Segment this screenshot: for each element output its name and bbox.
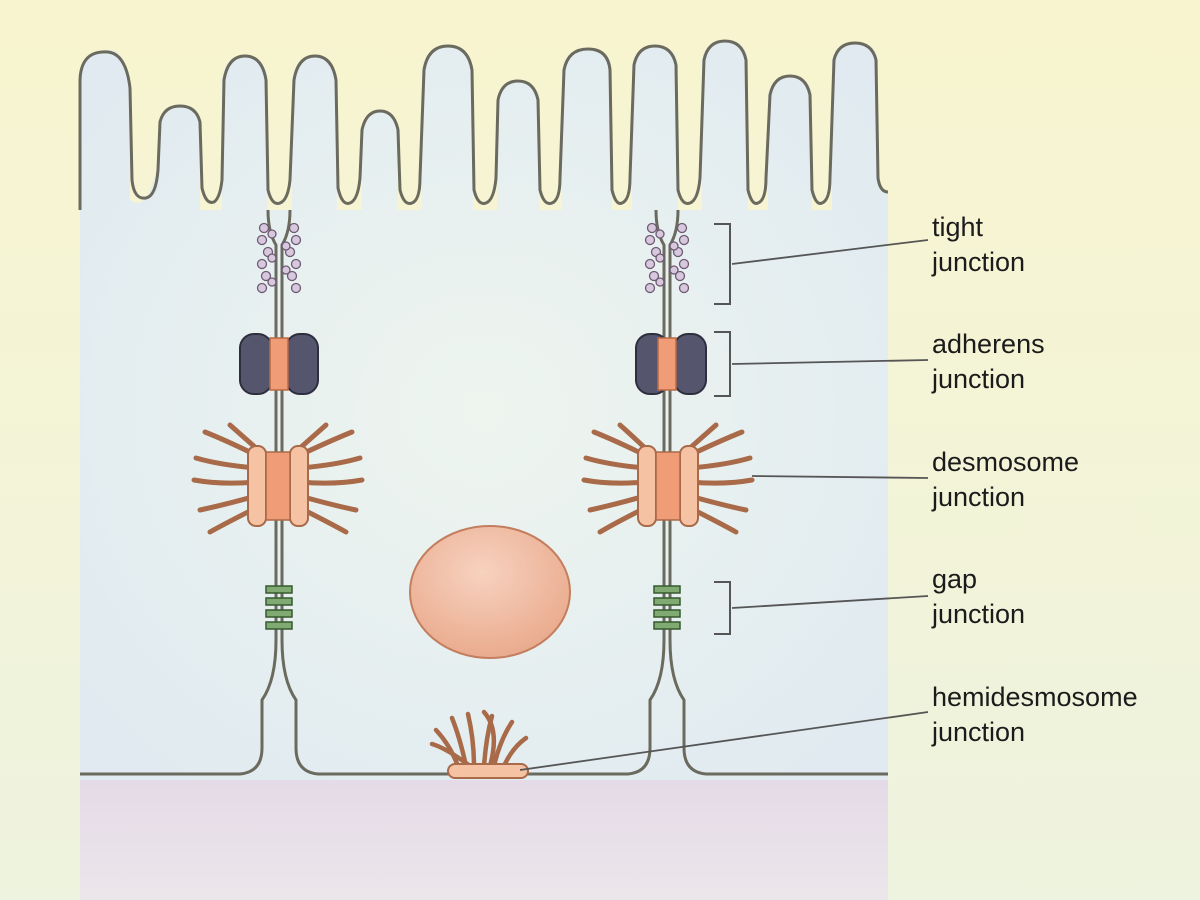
- label-gap-junction: gap junction: [932, 562, 1025, 632]
- leader-gap: [731, 595, 929, 609]
- label-adherens-line2: junction: [932, 364, 1026, 394]
- nucleus: [409, 525, 571, 659]
- tight-junction-right: [644, 222, 690, 294]
- label-hemidesmosome-line2: junction: [932, 717, 1026, 747]
- gap-junction-left: [265, 585, 293, 630]
- label-hemidesmosome-junction: hemidesmosome junction: [932, 680, 1138, 750]
- label-adherens-junction: adherens junction: [932, 327, 1045, 397]
- label-desmosome-line2: junction: [932, 482, 1026, 512]
- tight-junction-left: [256, 222, 302, 294]
- leader-adherens: [731, 359, 929, 365]
- adherens-junction-left: [239, 333, 319, 395]
- label-brackets: [714, 223, 731, 635]
- bracket-gap: [714, 581, 731, 635]
- label-desmosome-line1: desmosome: [932, 447, 1080, 477]
- leader-tight: [731, 239, 929, 265]
- label-hemidesmosome-line1: hemidesmosome: [932, 682, 1138, 712]
- adherens-junction-right: [635, 333, 707, 395]
- bracket-adherens: [714, 331, 731, 397]
- desmosome-left: [191, 422, 365, 535]
- leader-desmosome: [751, 475, 929, 479]
- apical-membrane: [78, 39, 889, 210]
- label-tight-line1: tight: [932, 212, 984, 242]
- label-tight-line2: junction: [932, 247, 1026, 277]
- label-gap-line2: junction: [932, 599, 1026, 629]
- bracket-tight: [714, 223, 731, 305]
- label-adherens-line1: adherens: [932, 329, 1045, 359]
- desmosome-right: [581, 422, 755, 535]
- label-desmosome-junction: desmosome junction: [932, 445, 1079, 515]
- hemidesmosome: [429, 709, 529, 779]
- leader-hemidesmosome: [519, 711, 929, 771]
- leader-lines: [519, 239, 929, 771]
- gap-junction-right: [653, 585, 681, 630]
- label-gap-line1: gap: [932, 564, 978, 594]
- label-tight-junction: tight junction: [932, 210, 1025, 280]
